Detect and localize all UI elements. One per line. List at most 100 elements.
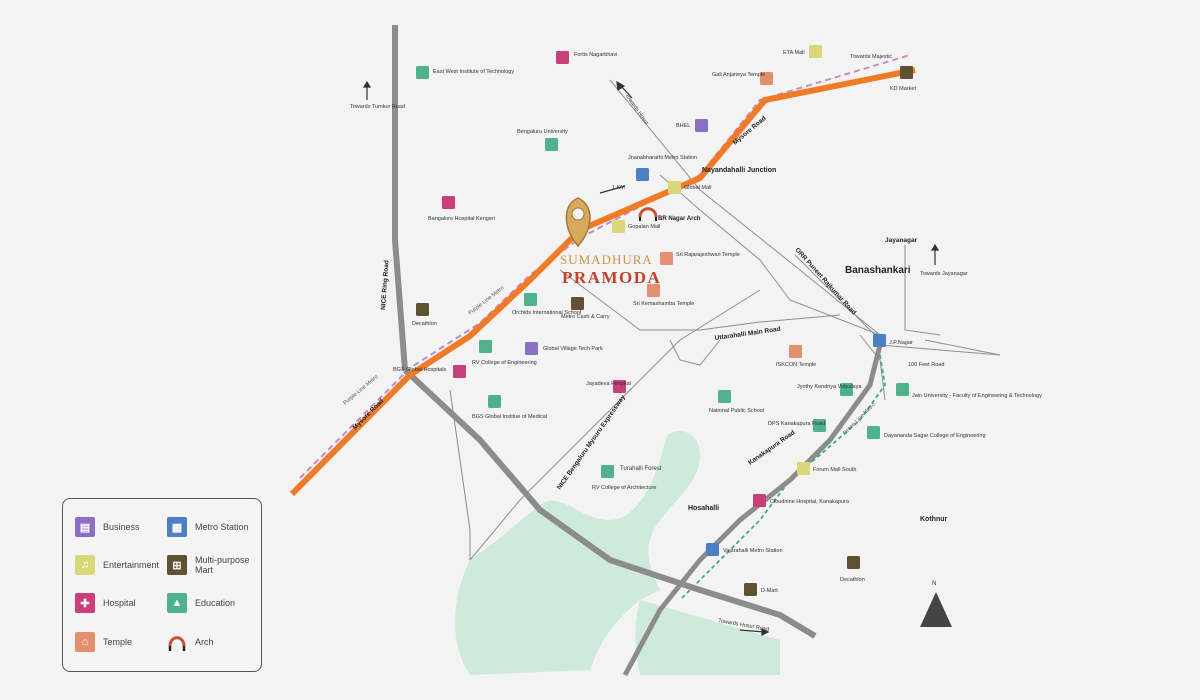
direction-arrows: [362, 80, 940, 636]
education-icon: [545, 138, 558, 151]
purple-metro-line: [299, 54, 911, 479]
brand-line-1: SUMADHURA: [560, 252, 653, 267]
education-icon: [601, 465, 614, 478]
entertainment-icon: [668, 181, 681, 194]
mysore-road: [289, 67, 916, 497]
place-decathlon-1: Decathlon: [412, 321, 437, 327]
education-icon: [479, 340, 492, 353]
place-dmart: D-Mart: [761, 588, 778, 594]
hospital-icon: [613, 380, 626, 393]
north-label: N: [932, 581, 936, 587]
place-bgs-medical: BGS Global Institue of Medical: [472, 414, 547, 420]
place-cloudnine: Cloudnine Hospital, Kanakapura: [770, 499, 850, 505]
forest-area-2: [635, 600, 780, 675]
place-bhel: BHEL: [676, 123, 690, 129]
place-decathlon-2: Decathlon: [840, 577, 865, 583]
place-global-mall: Global Mall: [684, 185, 712, 191]
place-orchids: Orchids International School: [512, 310, 581, 316]
entertainment-icon: ♫: [75, 555, 95, 575]
mart-icon: [744, 583, 757, 596]
road-label-mysore-1: Mysore Road: [351, 398, 385, 432]
mart-icon: [900, 66, 913, 79]
map-legend: ▤ Business ▦ Metro Station ♫ Entertainme…: [62, 498, 262, 672]
mart-icon: [571, 297, 584, 310]
education-icon: [416, 66, 429, 79]
arch-icon: [168, 636, 186, 651]
legend-education: ▲ Education: [167, 593, 235, 613]
dir-distance: 1 KM: [612, 185, 625, 191]
place-jnanabharathi: Jnanabharathi Metro Station: [628, 155, 697, 161]
place-national-public: National Public School: [709, 408, 764, 414]
area-banashankari: Banashankari: [845, 265, 911, 276]
place-brnagar-arch: BR Nagar Arch: [658, 216, 701, 222]
entertainment-icon: [797, 462, 810, 475]
temple-icon: [760, 72, 773, 85]
minor-roads: [449, 79, 1001, 561]
temple-icon: [647, 284, 660, 297]
place-bgs-global-hosp: BGS Global Hospitals: [393, 367, 446, 373]
project-location-pin-icon: [565, 197, 591, 248]
legend-hospital: ✚ Hospital: [75, 593, 136, 613]
area-nayandahalli: Nayandahalli Junction: [702, 167, 776, 174]
area-jayanagar: Jayanagar: [885, 237, 918, 244]
legend-arch-label: Arch: [195, 637, 214, 647]
nice-ring-road: [392, 25, 408, 371]
business-icon: [525, 342, 538, 355]
area-kothnur: Kothnur: [920, 516, 947, 523]
place-rajarajeshwari: Sri Rajarajeshwari Temple: [676, 252, 740, 258]
entertainment-icon: [809, 45, 822, 58]
place-dayananda: Dayananda Sagar College of Engineering: [884, 433, 986, 439]
area-turahalli: Turahalli Forest: [620, 466, 662, 472]
education-icon: [813, 419, 826, 432]
temple-icon: ⌂: [75, 632, 95, 652]
project-brand: SUMADHURA PRAMODA: [560, 252, 661, 288]
road-label-orr: ORR Puneet Rajkumar Road: [794, 247, 858, 317]
hospital-icon: [453, 365, 466, 378]
place-metro-cash: Metro Cash & Carry: [561, 314, 610, 320]
mart-icon: [847, 556, 860, 569]
legend-entertainment: ♫ Entertainment: [75, 555, 159, 575]
place-100ft-road: 100 Feet Road: [908, 362, 944, 368]
business-icon: [695, 119, 708, 132]
temple-icon: [789, 345, 802, 358]
nice-expressway: [402, 367, 817, 639]
place-jyothy: Jyothy Kendriya Vidyalaya: [797, 384, 862, 390]
north-arrow-icon: [920, 592, 952, 627]
place-global-village: Global Village Tech Park: [543, 346, 603, 352]
place-jain-univ: Jain University - Faculty of Engineering…: [912, 393, 1042, 399]
legend-mart-label: Multi-purpose Mart: [195, 555, 250, 575]
place-gopalan: Gopalan Mall: [628, 224, 660, 230]
place-bgs-kengeri: Bangalore Hospital Kengeri: [428, 216, 495, 222]
hospital-icon: [442, 196, 455, 209]
mart-icon: ⊞: [167, 555, 187, 575]
legend-entertainment-label: Entertainment: [103, 560, 160, 570]
education-icon: [867, 426, 880, 439]
place-iskcon: ISKCON Temple: [776, 362, 816, 368]
dir-majestic: Towards Majestic: [850, 54, 892, 60]
hospital-icon: [753, 494, 766, 507]
brand-line-2: PRAMODA: [562, 268, 662, 287]
place-forum: Forum Mall South: [813, 467, 856, 473]
metro-station-icon: [873, 334, 886, 347]
hospital-icon: [556, 51, 569, 64]
road-label-purple-1: Purple Line Metro: [342, 374, 379, 407]
forest-area: [455, 431, 700, 675]
temple-icon: [660, 252, 673, 265]
road-label-uttarahalli: Uttarahalli Main Road: [714, 326, 781, 342]
metro-station-icon: ▦: [167, 517, 187, 537]
education-icon: ▲: [167, 593, 187, 613]
legend-business: ▤ Business: [75, 517, 140, 537]
place-eta-mall: ETA Mall: [783, 50, 805, 56]
education-icon: [718, 390, 731, 403]
legend-hospital-label: Hospital: [103, 598, 136, 608]
legend-metro-label: Metro Station: [195, 522, 249, 532]
place-dps: DPS Kanakapura Road: [768, 421, 825, 427]
area-hosahalli: Hosahalli: [688, 505, 719, 512]
dir-tumkur: Towards Tumkur Road: [350, 104, 405, 110]
education-icon: [840, 383, 853, 396]
education-icon: [488, 395, 501, 408]
place-vajarahalli: Vajarahalli Metro Station: [723, 548, 783, 554]
place-east-west: East West Institute of Technology: [433, 69, 514, 75]
metro-station-icon: [706, 543, 719, 556]
legend-business-label: Business: [103, 522, 140, 532]
